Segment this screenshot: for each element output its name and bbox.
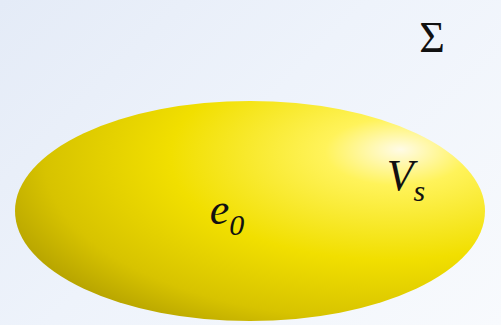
surface-label: Σ	[419, 16, 445, 60]
ellipsoid-body: Vs e0	[14, 100, 486, 322]
ellipsoid-shape	[14, 100, 486, 322]
ellipse-outline	[15, 101, 485, 321]
symbol-label: Vs	[387, 154, 426, 198]
symbol-label: e0	[210, 188, 245, 232]
